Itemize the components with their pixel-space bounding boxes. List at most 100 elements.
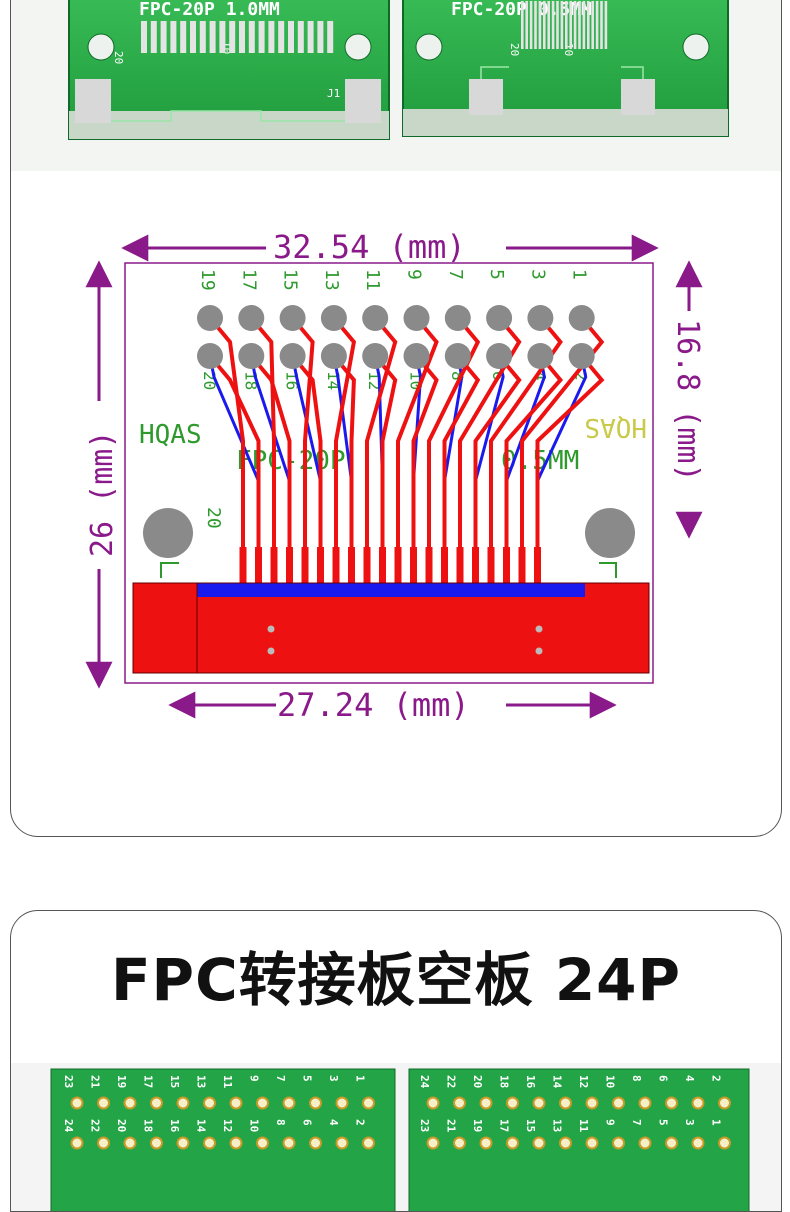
pad-24p [97,1136,110,1150]
finger-pad [518,547,526,591]
board2-pin [569,1,572,49]
pad-24p [532,1136,546,1150]
board2-pin [560,1,564,49]
pin-number-top: 19 [115,1075,128,1088]
board1-pin [317,21,324,53]
pin-label-lower: 2 [572,371,591,381]
pad-top [444,305,471,331]
trace-red [291,354,323,551]
board1-pin [248,21,255,53]
board1-pin [258,21,265,53]
pad-24p [70,1096,84,1110]
pad-24p [638,1096,652,1110]
board2-pin [587,1,590,49]
pin-number-top: 14 [551,1075,564,1089]
dim-bottom-label: 27.24 (mm) [277,686,470,724]
finger-pad [255,547,262,591]
dim-left-label: 26 (mm) [85,431,120,557]
pad-24p [362,1136,375,1150]
pad-top [238,305,265,331]
board1-pin [160,21,167,53]
board1-label: FPC-20P 1.0MM [139,0,280,20]
pin-number-top: 17 [142,1075,155,1088]
pad-24p [229,1136,243,1150]
pad-24p [506,1096,519,1110]
pad-24p [229,1096,243,1110]
pad-24p [70,1136,84,1150]
pad-24p [612,1096,625,1110]
board1-pin [327,21,334,53]
pin-number-bottom: 18 [142,1119,155,1132]
pin-number-top: 16 [524,1075,537,1089]
board2-pin [595,1,599,49]
pin-number-bottom: 24 [62,1119,75,1133]
board1-j: J1 [327,87,340,100]
pin-label: 7 [445,269,466,280]
pad-top [197,305,223,331]
board-outline [124,262,654,684]
trace-red [332,316,357,551]
pin-number-top: 21 [89,1075,102,1089]
finger-pad [410,547,417,591]
silk-left: HQAS [139,420,202,450]
pad-24p [665,1096,678,1110]
pad-24p [203,1096,216,1110]
pad-24p [532,1096,546,1110]
finger-pad [332,547,340,591]
finger-pad [301,547,309,591]
pin-label: 11 [362,269,383,291]
trace-red [489,316,563,551]
silk-right: HQAS [584,412,647,442]
trace-red [442,354,481,551]
board2-pin [534,1,537,49]
pad-24p [691,1096,705,1110]
pin-label: 15 [280,269,301,291]
pin-number-bottom: 13 [551,1119,564,1132]
card-title: FPC转接板空板 24P [110,946,682,1014]
pin-number-top: 9 [248,1075,261,1082]
board1-pin [170,21,177,53]
pin-number-bottom: 17 [498,1119,511,1132]
pin-number-bottom: 1 [710,1119,723,1126]
pin-number-bottom: 22 [89,1119,102,1132]
board1-pin [268,21,275,53]
board1-pin [239,21,245,53]
pin-label: 5 [486,269,507,280]
copper-main [197,597,649,673]
pad-24p [97,1096,110,1110]
pin-number-bottom: 9 [604,1119,617,1126]
dim-right-label: 16.8 (mm) [670,319,705,482]
pad-bottom [362,343,389,369]
pin-number-bottom: 23 [418,1119,431,1132]
pad-24p [256,1096,269,1110]
board2-pins [521,1,608,49]
pin-number-bottom: 4 [327,1119,340,1126]
pad-top [568,305,595,331]
blue-bar [197,583,585,597]
pad-24p [282,1136,296,1150]
board2-pin-b: 10 [562,43,575,56]
pin-number-top: 24 [418,1075,431,1089]
board-photo: FPC-20P 1.0MM 20 10 J1 FPC-20P 0.5MM 20 … [11,0,781,171]
board1-pin [199,21,206,53]
board2-pin [556,1,559,49]
pad-24p [335,1136,349,1150]
pin-number-top: 5 [301,1075,314,1082]
pin-number-top: 3 [327,1075,340,1082]
trace-red [365,316,398,551]
pin-number-bottom: 16 [168,1119,181,1133]
trace-red [427,316,481,551]
pad-24p [176,1096,190,1110]
board1-pin [141,21,147,53]
pad-24p [426,1136,440,1150]
pin-number-top: 20 [471,1075,484,1088]
pad-bottom [403,343,430,369]
pin-number-top: 23 [62,1075,75,1088]
pad-24p [691,1136,705,1150]
finger-pad [456,547,464,591]
pin-number-bottom: 11 [577,1119,590,1133]
board2-pin [591,1,594,49]
trace-red [473,354,522,551]
pin-number-bottom: 3 [683,1119,696,1126]
